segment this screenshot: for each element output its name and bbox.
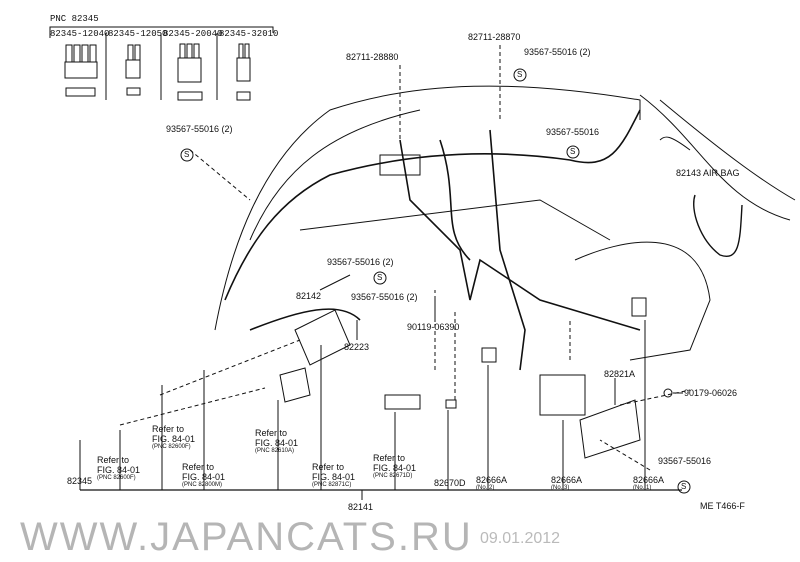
refer-pnc: (PNC 82600F) [152, 444, 191, 450]
part-variant-number: (No. 1) [633, 485, 652, 491]
wire-harness [224, 109, 641, 371]
connector-illustrations [64, 43, 251, 101]
screw-icon: S [517, 70, 523, 79]
refer-line: Refer to [312, 462, 345, 472]
part-callout-main: 82141 [348, 502, 374, 512]
refer-pnc: (PNC 82871C) [312, 482, 352, 488]
variant-label: 82345-12040 [50, 29, 110, 39]
airbag-wire [693, 194, 743, 257]
part-callout: 93567-55016 (2) [327, 257, 394, 267]
refer-pnc: (PNC 82800M) [182, 482, 223, 488]
dashboard-outline [214, 85, 796, 361]
part-callout: 82345 [67, 476, 93, 486]
screw-icon: S [681, 482, 687, 491]
part-callout: 93567-55016 (2) [524, 47, 591, 57]
refer-pnc: (PNC 82600F) [97, 475, 136, 481]
part-callout-airbag: 82143 AIR BAG [676, 168, 740, 178]
variant-label: 82345-12050 [108, 29, 168, 39]
part-variant-number: (No. 2) [476, 485, 495, 491]
refer-line: Refer to [182, 462, 215, 472]
variant-bracket [49, 26, 274, 100]
dashed-leaders [119, 45, 691, 471]
part-callout: 82711-28870 [468, 32, 521, 42]
part-callout: 82821A [604, 369, 636, 379]
part-callout: 93567-55016 [546, 127, 600, 137]
part-callout-82666a-no3: 82666A(No. 3) [551, 475, 582, 492]
refer-line: Refer to [255, 428, 288, 438]
refer-line: Refer to [373, 453, 406, 463]
part-callout: 82142 [296, 291, 322, 301]
part-callout: 82670D [434, 478, 466, 488]
refer-line: Refer to [97, 455, 130, 465]
watermark-date: 09.01.2012 [480, 530, 561, 547]
figure-code: ME T466-F [700, 501, 745, 511]
refer-fig: FIG. 84-01 [255, 438, 299, 448]
screw-icon: S [377, 273, 383, 282]
refer-fig: FIG. 84-01 [373, 463, 417, 473]
part-callout-82666a-no2: 82666A(No. 2) [476, 475, 507, 492]
part-number: 82666A [633, 475, 665, 485]
part-number: 82666A [551, 475, 583, 485]
leader-lines [79, 274, 683, 500]
pnc-header: PNC 82345 [50, 14, 99, 24]
refer-pnc: (PNC 82671D) [373, 473, 413, 479]
watermark: WWW.JAPANCATS.RU [20, 515, 473, 559]
variant-label: 82345-20040 [163, 29, 223, 39]
refer-fig: FIG. 84-01 [97, 465, 141, 475]
screw-icon: S [570, 147, 576, 156]
part-callout: 90119-06390 [407, 322, 460, 332]
part-callout: 82711-28880 [346, 52, 399, 62]
part-callout: 82223 [344, 342, 370, 352]
variant-label: 82345-32010 [219, 29, 279, 39]
part-callout: 93567-55016 (2) [351, 292, 418, 302]
refer-pnc: (PNC 82610A) [255, 448, 295, 454]
part-callout-82666a-no1: 82666A(No. 1) [633, 475, 664, 492]
part-callout: 90179-06026 [684, 388, 738, 398]
refer-fig: FIG. 84-01 [182, 472, 226, 482]
part-callout: 93567-55016 (2) [166, 124, 233, 134]
component-shapes [279, 154, 673, 459]
refer-fig: FIG. 84-01 [312, 472, 356, 482]
airbag-arrow [659, 136, 691, 151]
part-number: 82666A [476, 475, 508, 485]
refer-line: Refer to [152, 424, 185, 434]
screw-icon: S [184, 150, 190, 159]
screw-symbols [180, 68, 691, 494]
part-callout: 93567-55016 [658, 456, 712, 466]
part-variant-number: (No. 3) [551, 485, 570, 491]
refer-fig: FIG. 84-01 [152, 434, 196, 444]
